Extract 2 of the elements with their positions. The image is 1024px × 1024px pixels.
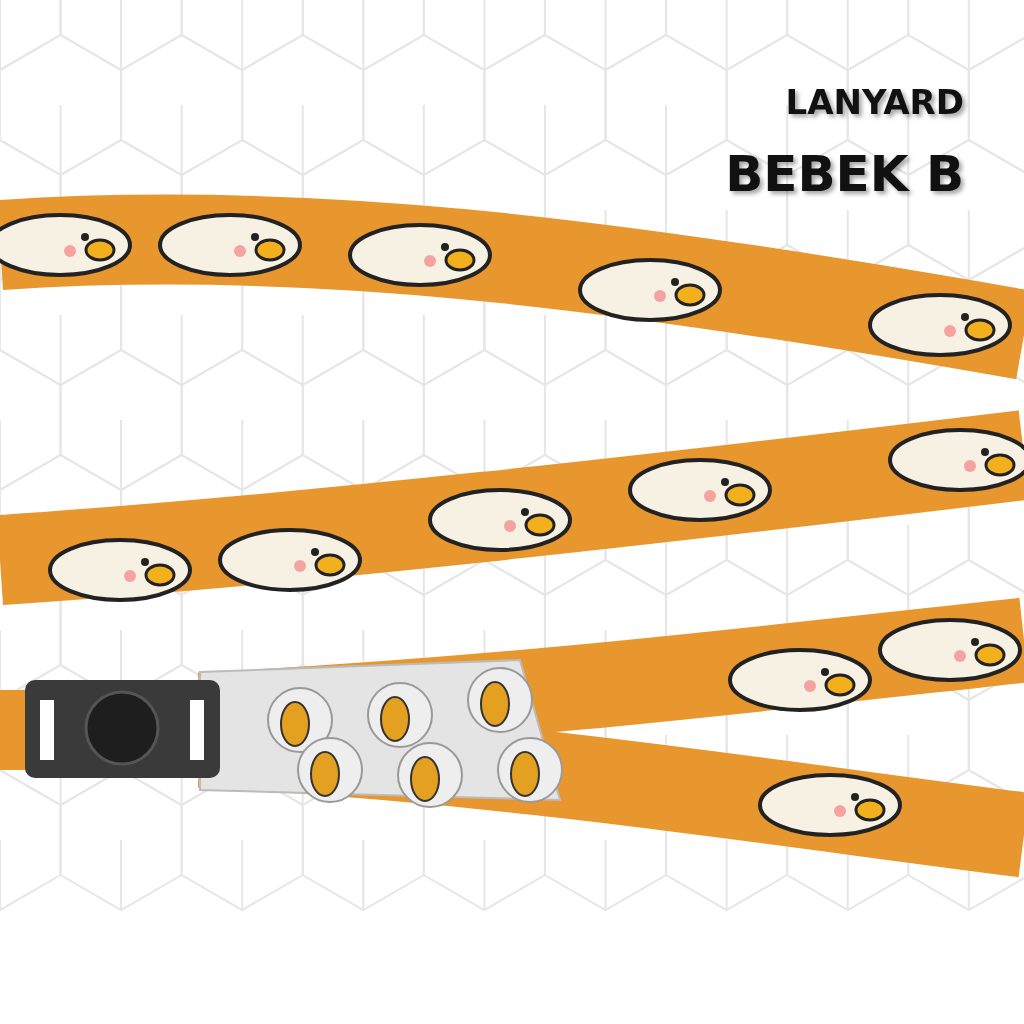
product-name-text: BEBEK B (725, 145, 964, 203)
heading-text: LANYARD (785, 82, 964, 122)
